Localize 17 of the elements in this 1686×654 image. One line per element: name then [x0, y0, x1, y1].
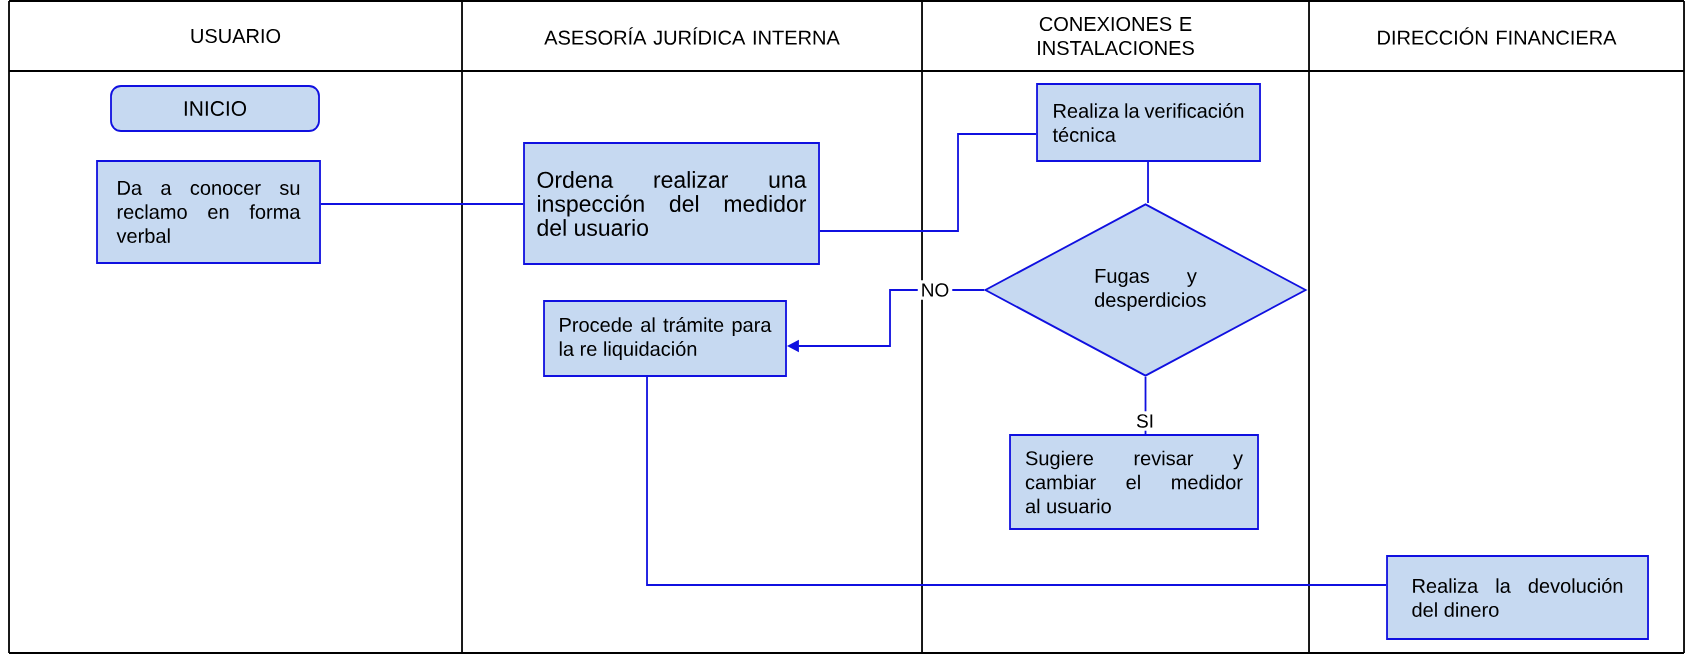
start-box: INICIO	[110, 85, 320, 132]
process-box: Procede al trámite para la re liquidación	[543, 300, 787, 377]
process-box: Ordena realizar una inspección del medidor del usuario	[523, 142, 820, 265]
process-box: Realiza la verificación técnica	[1036, 83, 1261, 162]
connector	[1147, 161, 1149, 204]
connector	[320, 203, 524, 205]
lane-header: DIRECCIÓN FINANCIERA	[1378, 27, 1617, 45]
process-box: Sugiere revisar y cambiar el medidor al usuario	[1009, 434, 1259, 530]
lane-header: ASESORÍA JURÍDICA INTERNA	[544, 27, 840, 45]
edge-label: SI	[1133, 411, 1157, 431]
lane-header: CONEXIONES E INSTALACIONES	[1038, 16, 1194, 56]
edge-label: NO	[917, 280, 953, 300]
process-box: Realiza la devolución del dinero	[1386, 555, 1649, 640]
lane-header: USUARIO	[191, 28, 281, 44]
connector	[646, 376, 1387, 586]
process-box: Da a conocer su reclamo en forma verbal	[96, 160, 321, 264]
connector	[819, 133, 1037, 232]
